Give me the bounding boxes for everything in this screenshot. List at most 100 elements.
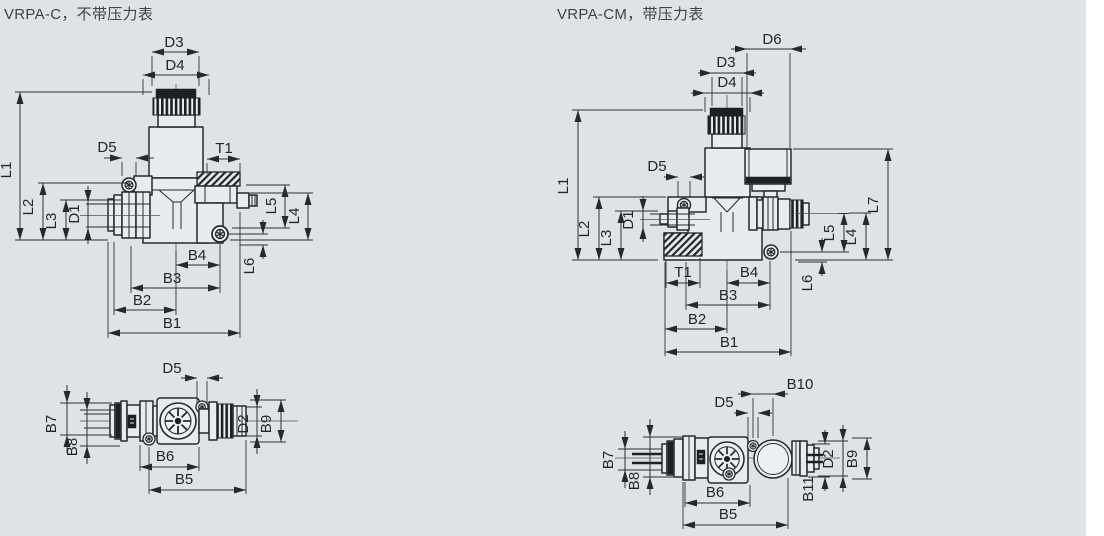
dim-b5: B5 bbox=[682, 478, 789, 529]
dim-label-t1: T1 bbox=[674, 264, 692, 281]
dim-b6: B6 bbox=[684, 482, 751, 507]
dim-label-l3: L3 bbox=[598, 230, 615, 247]
dim-d3: D3 bbox=[698, 54, 756, 106]
dim-b10: B10 bbox=[738, 376, 813, 438]
dim-b2: B2 bbox=[113, 242, 177, 315]
dim-b5: B5 bbox=[148, 440, 247, 494]
dim-label-l2: L2 bbox=[20, 199, 37, 216]
dim-b8: B8 bbox=[64, 392, 120, 464]
dim-label-b3: B3 bbox=[719, 287, 737, 304]
vrpa-c-top-view: D5 B7 B8 D2 bbox=[43, 360, 298, 494]
dim-label-d5: D5 bbox=[162, 360, 181, 377]
dim-label-d5: D5 bbox=[714, 394, 733, 411]
dim-l7: L7 bbox=[793, 148, 893, 261]
dim-label-b2: B2 bbox=[688, 311, 706, 328]
dim-b3: B3 bbox=[130, 246, 221, 293]
dim-label-b2: B2 bbox=[133, 292, 151, 309]
dim-d3: D3 bbox=[151, 34, 200, 86]
dim-label-l1: L1 bbox=[0, 162, 15, 179]
dim-l2: L2 bbox=[576, 196, 666, 260]
dim-b11: B11 bbox=[800, 430, 830, 502]
dim-label-d1: D1 bbox=[620, 210, 637, 229]
dim-label-d5: D5 bbox=[647, 158, 666, 175]
knob-neck bbox=[157, 114, 196, 128]
dim-label-b7: B7 bbox=[43, 415, 60, 433]
dim-label-b9: B9 bbox=[258, 415, 275, 433]
adjust-knob-knurl bbox=[707, 115, 746, 135]
knob-neck bbox=[711, 133, 743, 149]
dim-label-b3: B3 bbox=[163, 270, 181, 287]
threaded-fitting-right bbox=[194, 171, 258, 244]
dim-b2: B2 bbox=[664, 262, 728, 333]
dim-label-b6: B6 bbox=[706, 484, 724, 501]
vrpa-c-front-view: D3 D4 L1 L2 L3 bbox=[0, 34, 313, 338]
right-view-title: VRPA-CM，带压力表 bbox=[557, 6, 704, 23]
push-in-fitting-left bbox=[80, 191, 160, 239]
dim-d1: D1 bbox=[620, 196, 647, 242]
valve-column bbox=[148, 126, 204, 179]
dim-l1: L1 bbox=[0, 91, 152, 241]
dim-d5-top: D5 bbox=[162, 360, 223, 403]
dim-t1: T1 bbox=[665, 258, 701, 288]
knurled-locknut bbox=[196, 171, 241, 187]
dim-label-d1: D1 bbox=[66, 204, 83, 223]
dim-label-b4: B4 bbox=[188, 247, 206, 264]
thread-cross-section bbox=[663, 232, 703, 257]
left-view-title: VRPA-C，不带压力表 bbox=[4, 6, 154, 23]
dim-b3: B3 bbox=[685, 262, 771, 310]
dim-b8: B8 bbox=[626, 419, 683, 495]
dim-label-l5: L5 bbox=[263, 198, 280, 215]
mounting-screw-icon bbox=[763, 244, 779, 260]
pressure-gauge bbox=[744, 148, 792, 199]
dim-l4: L4 bbox=[795, 212, 871, 261]
screw-icon bbox=[722, 467, 736, 481]
dim-l4: L4 bbox=[230, 192, 313, 241]
dim-label-t1: T1 bbox=[215, 140, 233, 157]
push-in-fitting-right bbox=[748, 196, 838, 231]
dim-label-l3: L3 bbox=[43, 213, 60, 230]
dim-label-l2: L2 bbox=[576, 221, 593, 238]
dim-b7: B7 bbox=[600, 431, 662, 488]
dim-b6: B6 bbox=[139, 445, 200, 471]
dim-l3: L3 bbox=[598, 210, 658, 260]
dim-d6: D6 bbox=[731, 31, 806, 148]
dim-d4: D4 bbox=[691, 74, 764, 112]
dim-d1: D1 bbox=[66, 186, 92, 244]
adjust-knob-knurl bbox=[152, 97, 201, 116]
dim-label-l4: L4 bbox=[286, 208, 303, 225]
mounting-screw-icon bbox=[211, 225, 229, 243]
port-marking bbox=[696, 449, 706, 465]
port-marking bbox=[127, 414, 137, 429]
adjust-knob-cap bbox=[155, 88, 197, 99]
dim-d2: D2 bbox=[818, 425, 848, 492]
thread-section bbox=[216, 403, 234, 439]
dim-label-b5: B5 bbox=[719, 506, 737, 523]
dim-b1: B1 bbox=[107, 212, 241, 338]
dim-label-d6: D6 bbox=[762, 31, 781, 48]
dim-label-b7: B7 bbox=[600, 451, 617, 469]
threaded-port-left bbox=[640, 207, 710, 257]
dim-label-b5: B5 bbox=[175, 471, 193, 488]
top-view-parts bbox=[615, 436, 840, 483]
dim-label-b8: B8 bbox=[626, 472, 643, 490]
valve-column bbox=[704, 147, 751, 198]
dim-label-d3: D3 bbox=[716, 54, 735, 71]
dim-label-d2: D2 bbox=[820, 449, 837, 468]
dim-label-l1: L1 bbox=[555, 178, 572, 195]
dim-d5: D5 bbox=[647, 158, 704, 198]
dim-l5: L5 bbox=[800, 213, 849, 253]
dim-b9: B9 bbox=[250, 399, 286, 443]
dim-label-d5: D5 bbox=[97, 139, 116, 156]
dim-label-b6: B6 bbox=[156, 448, 174, 465]
dim-t1: T1 bbox=[206, 140, 241, 174]
dim-label-l4: L4 bbox=[843, 229, 860, 246]
dim-label-b10: B10 bbox=[787, 376, 814, 393]
dim-label-b8: B8 bbox=[64, 438, 81, 456]
dim-l2: L2 bbox=[20, 182, 128, 240]
vrpa-cm-front-view: D6 D3 D4 L1 bbox=[555, 31, 893, 356]
dim-b9: B9 bbox=[844, 437, 872, 480]
screw-icon bbox=[142, 432, 156, 446]
dim-l1: L1 bbox=[555, 109, 703, 261]
page-margin bbox=[1086, 0, 1104, 536]
